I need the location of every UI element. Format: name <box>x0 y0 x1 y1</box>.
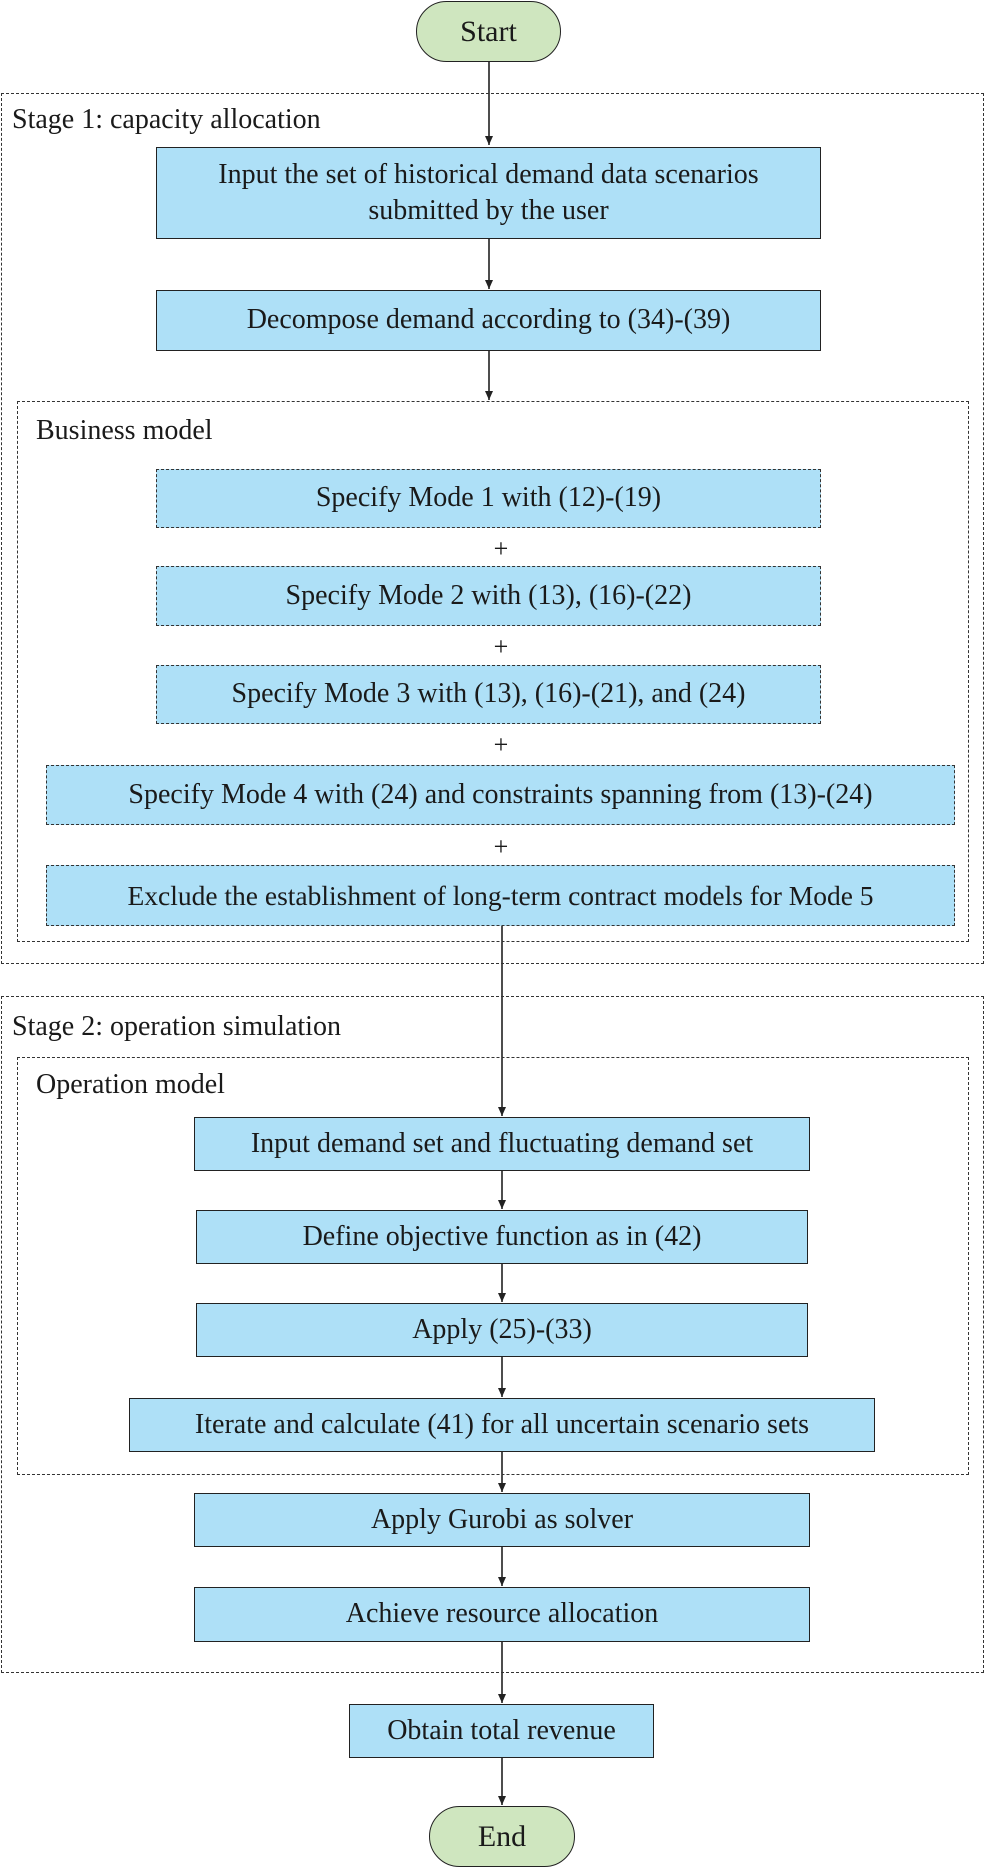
mode-3-box: Specify Mode 3 with (13), (16)-(21), and… <box>156 665 821 724</box>
business-model-region <box>17 401 969 942</box>
op-apply-constraints-box: Apply (25)-(33) <box>196 1303 808 1357</box>
stage2-label: Stage 2: operation simulation <box>12 1011 341 1042</box>
op-objective-box: Define objective function as in (42) <box>196 1210 808 1264</box>
total-revenue-box: Obtain total revenue <box>349 1704 654 1758</box>
decompose-demand-box: Decompose demand according to (34)-(39) <box>156 290 821 351</box>
resource-allocation-box: Achieve resource allocation <box>194 1587 810 1642</box>
stage1-region <box>1 93 984 964</box>
plus-sign: + <box>493 632 509 661</box>
op-iterate-box: Iterate and calculate (41) for all uncer… <box>129 1398 875 1452</box>
operation-model-label: Operation model <box>36 1069 225 1100</box>
start-terminal: Start <box>416 1 561 62</box>
business-model-label: Business model <box>36 415 213 446</box>
mode-4-box: Specify Mode 4 with (24) and constraints… <box>46 765 955 825</box>
mode-2-box: Specify Mode 2 with (13), (16)-(22) <box>156 566 821 626</box>
stage1-label: Stage 1: capacity allocation <box>12 104 321 135</box>
mode-1-box: Specify Mode 1 with (12)-(19) <box>156 469 821 528</box>
operation-model-region <box>17 1057 969 1475</box>
end-terminal: End <box>429 1806 575 1867</box>
plus-sign: + <box>493 832 509 861</box>
plus-sign: + <box>493 534 509 563</box>
solver-box: Apply Gurobi as solver <box>194 1493 810 1547</box>
op-input-demand-box: Input demand set and fluctuating demand … <box>194 1117 810 1171</box>
input-scenarios-box: Input the set of historical demand data … <box>156 147 821 239</box>
plus-sign: + <box>493 730 509 759</box>
mode-5-box: Exclude the establishment of long-term c… <box>46 865 955 926</box>
stage2-region <box>1 996 984 1673</box>
